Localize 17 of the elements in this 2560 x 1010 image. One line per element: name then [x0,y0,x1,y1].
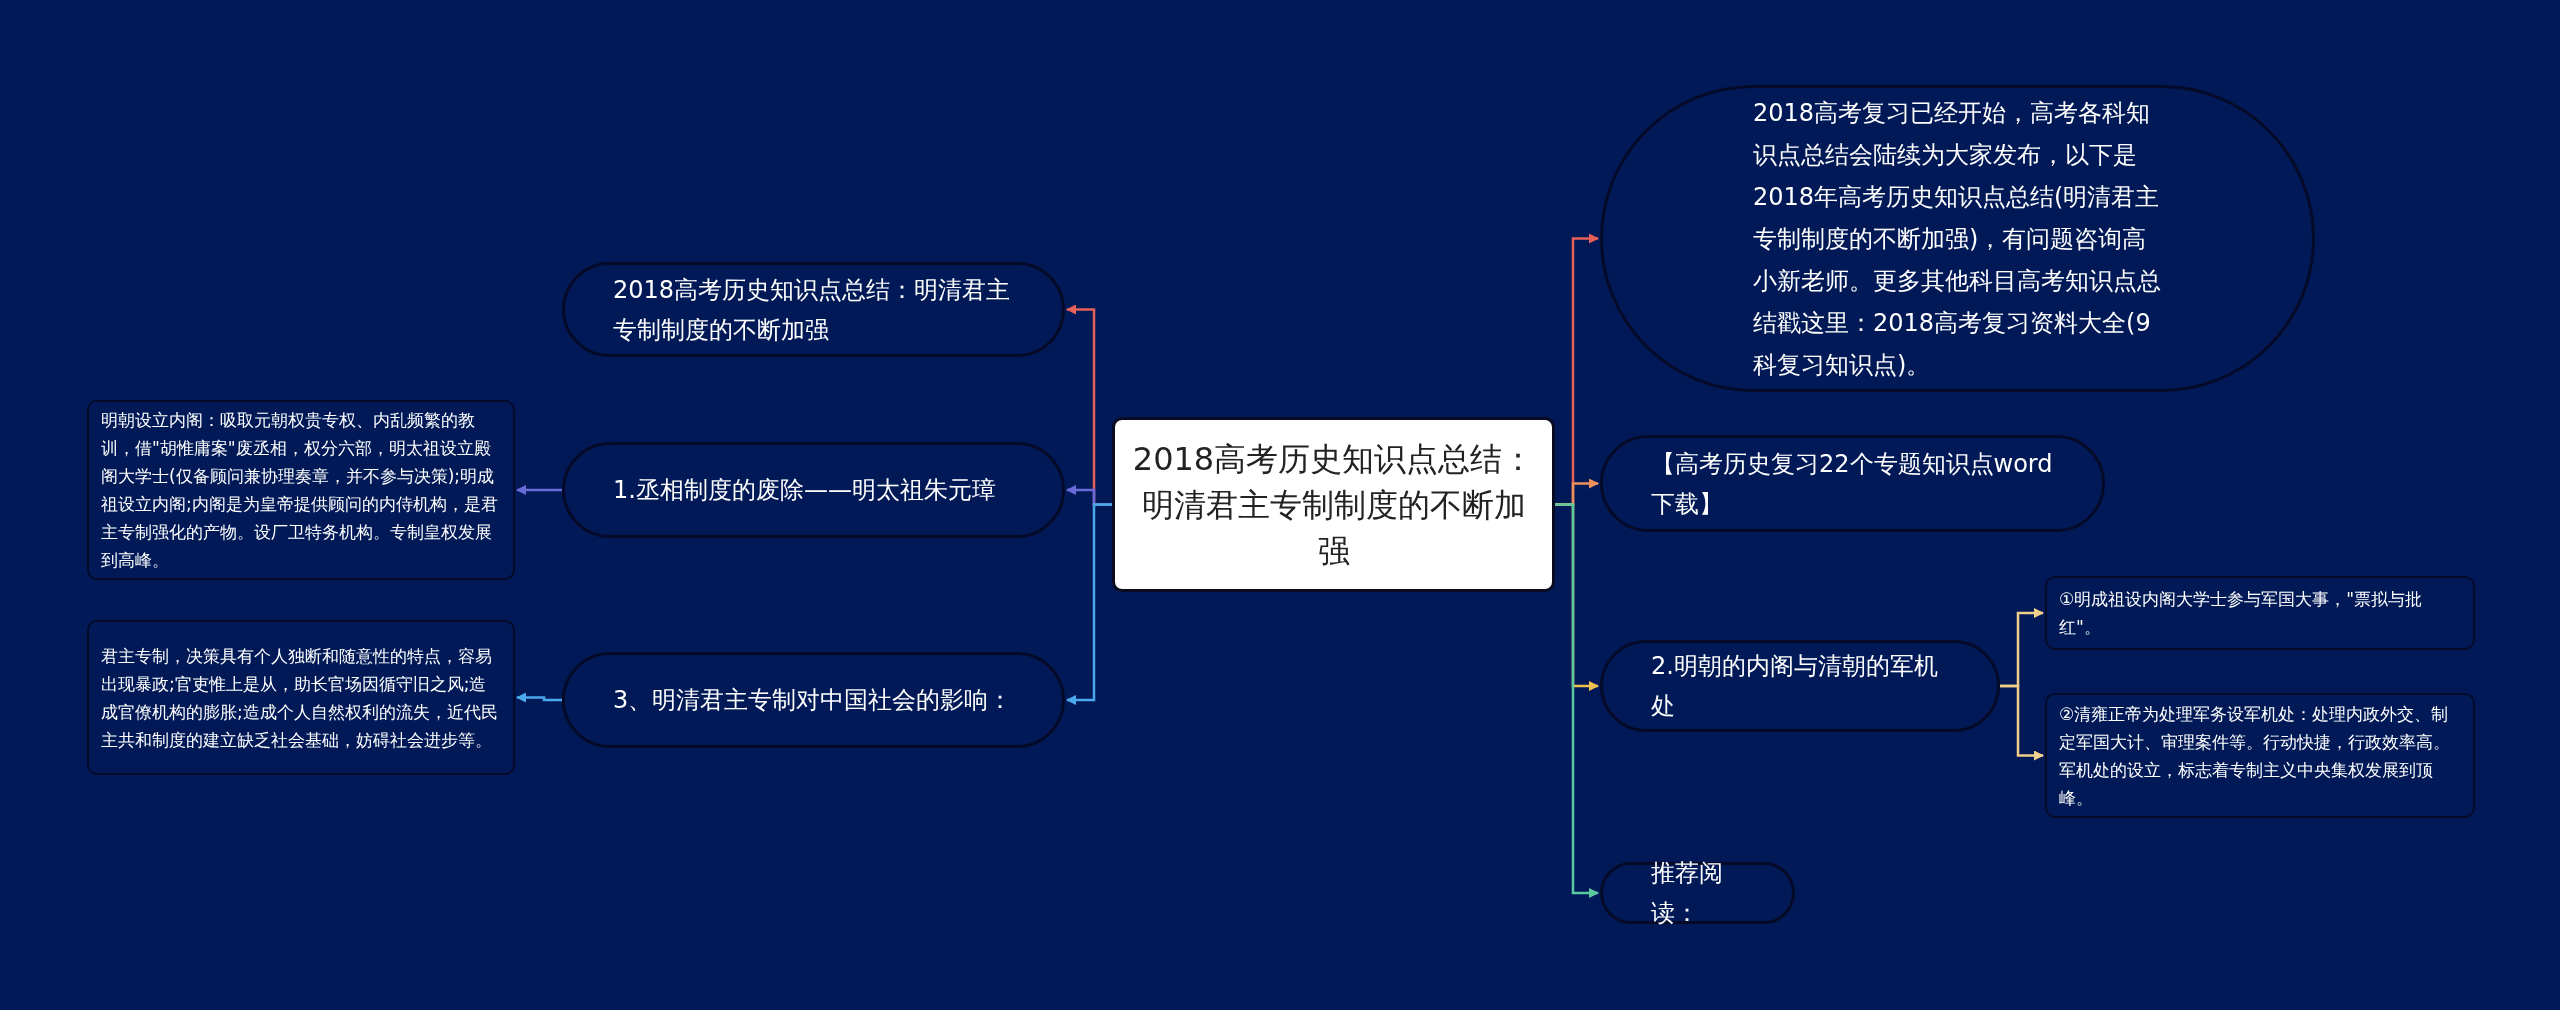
topic-pill: 【高考历史复习22个专题知识点word下载】 [1600,435,2105,532]
root-topic-box: 2018高考历史知识点总结：明清君主专制制度的不断加强 [1112,417,1555,592]
note-box: 君主专制，决策具有个人独断和随意性的特点，容易出现暴政;官吏惟上是从，助长官场因循守旧之风;造成官僚机构的膨胀;造成个人自然权利的流失，近代民主共和制度的建立缺乏社会基础，妨碍社会进步等。 [87,620,515,775]
arrow [1555,503,1599,898]
note-box: 明朝设立内阁：吸取元朝权贵专权、内乱频繁的教训，借"胡惟庸案"废丞相，权分六部，明太祖设立殿阁大学士(仅备顾问兼协理奏章，并不参与决策);明成祖设立内阁;内阁是为皇帝提供顾问的内侍机构，是君主专制强化的产物。设厂卫特务机构。专制皇权发展到高峰。 [87,400,515,580]
arrow [2000,684,2044,761]
arrow [516,692,562,703]
topic-pill: 1.丞相制度的废除——明太祖朱元璋 [562,442,1065,538]
arrow [1066,503,1112,705]
topic-pill: 2.明朝的内阁与清朝的军机处 [1600,640,2000,732]
topic-pill: 推荐阅读： [1600,862,1795,924]
note-box: ①明成祖设内阁大学士参与军国大事，"票拟与批红"。 [2045,576,2475,650]
arrow [516,485,562,495]
topic-pill: 3、明清君主专制对中国社会的影响： [562,652,1065,748]
topic-pill: 2018高考复习已经开始，高考各科知识点总结会陆续为大家发布，以下是2018年高考历史知识点总结(明清君主专制制度的不断加强)，有问题咨询高小新老师。更多其他科目高考知识点总结戳这里：2018高考复习资料大全(9科复习知识点)。 [1600,85,2315,392]
note-box: ②清雍正帝为处理军务设军机处：处理内政外交、制定军国大计、审理案件等。行动快捷，行政效率高。军机处的设立，标志着专制主义中央集权发展到顶峰。 [2045,693,2475,818]
topic-pill: 2018高考历史知识点总结：明清君主专制制度的不断加强 [562,262,1065,357]
